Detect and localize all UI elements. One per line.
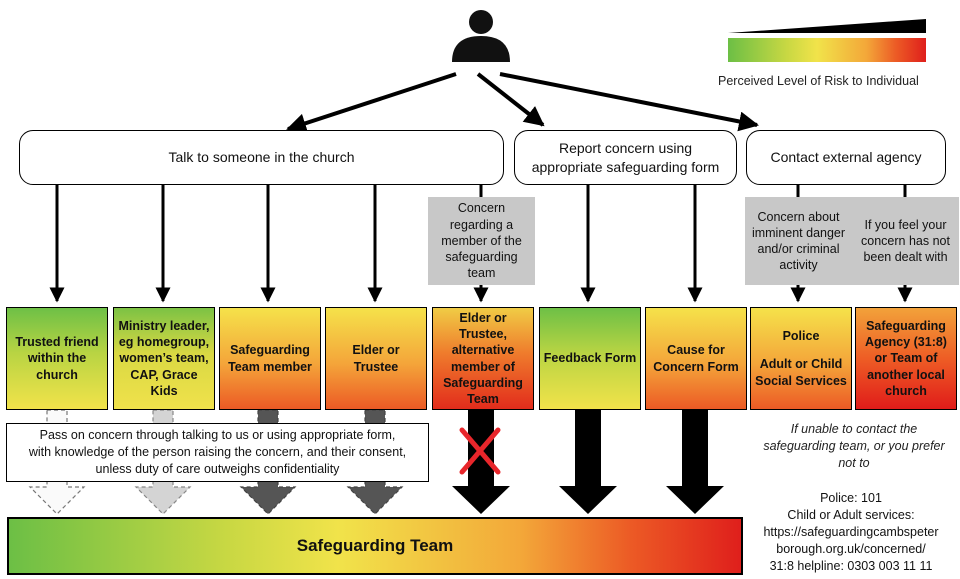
pass-on-line2: with knowledge of the person raising the…: [28, 445, 407, 460]
option-feedback-form: Feedback Form: [539, 307, 641, 410]
arrow-to-talk: [286, 72, 457, 133]
arrow-down-elder-alt: [452, 410, 510, 514]
pass-on-line1: Pass on concern through talking to us or…: [39, 428, 396, 443]
safeguarding-team-bar: Safeguarding Team: [7, 517, 743, 575]
report-concern-line1: Report concern using: [558, 140, 693, 157]
services-url-line1[interactable]: https://safeguardingcambspeter: [763, 524, 939, 539]
option-safeguarding-member: Safeguarding Team member: [219, 307, 321, 410]
risk-gradient-bar: [728, 38, 926, 62]
option-trusted-friend: Trusted friend within the church: [6, 307, 108, 410]
option-ministry-leader: Ministry leader, eg homegroup, women’s t…: [113, 307, 215, 410]
not-dealt-with-condition: If you feel your concern has not been de…: [852, 197, 959, 285]
police-number: Police: 101: [820, 491, 882, 505]
option-police-services: Police Adult or Child Social Services: [750, 307, 852, 410]
helpline-number: 31:8 helpline: 0303 003 11 11: [769, 558, 933, 573]
unable-to-contact-note: If unable to contact the safeguarding te…: [763, 422, 945, 470]
report-concern-box: Report concern using appropriate safegua…: [514, 130, 737, 185]
arrow-down-feedback-form: [559, 410, 617, 514]
external-contacts: Police: 101 Child or Adult services: htt…: [748, 490, 954, 574]
imminent-danger-condition: Concern about imminent danger and/or cri…: [745, 197, 852, 285]
cross-icon: [459, 427, 501, 475]
option-elder-alternative: Elder or Trustee, alternative member of …: [432, 307, 534, 410]
option-cause-for-concern-form: Cause for Concern Form: [645, 307, 747, 410]
talk-to-church-box: Talk to someone in the church: [19, 130, 504, 185]
police-label: Police: [782, 329, 820, 344]
arrow-to-external: [499, 72, 759, 132]
option-safeguarding-agency: Safeguarding Agency (31:8) or Team of an…: [855, 307, 957, 410]
person-icon: [452, 10, 510, 62]
pass-on-line3: unless duty of care outweighs confidenti…: [95, 461, 340, 476]
arrow-to-report: [476, 72, 545, 127]
pass-on-concern-box: Pass on concern through talking to us or…: [6, 423, 429, 482]
report-concern-line2: appropriate safeguarding form: [531, 158, 720, 175]
services-url-line2[interactable]: borough.org.uk/concerned/: [776, 541, 926, 556]
risk-wedge-icon: [728, 19, 926, 33]
risk-legend-label: Perceived Level of Risk to Individual: [718, 74, 919, 88]
services-label: Child or Adult services:: [787, 507, 915, 522]
arrow-down-cause-form: [666, 410, 724, 514]
contact-external-box: Contact external agency: [746, 130, 946, 185]
social-services-label: Adult or Child Social Services: [755, 357, 847, 388]
option-elder-trustee: Elder or Trustee: [325, 307, 427, 410]
member-concern-condition: Concern regarding a member of the safegu…: [428, 197, 535, 285]
